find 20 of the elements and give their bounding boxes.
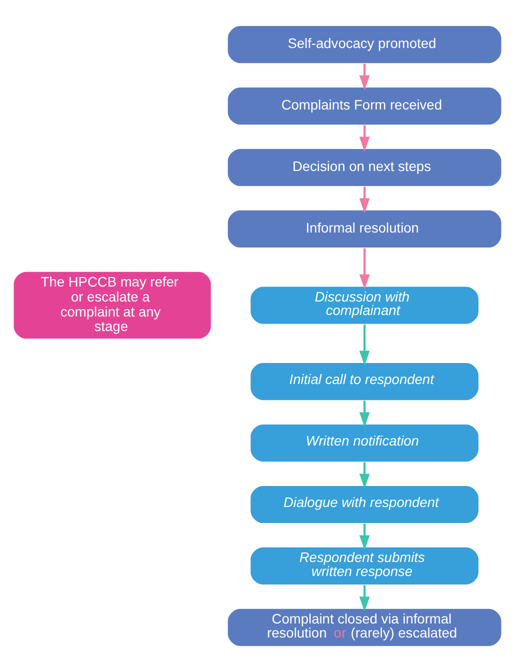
arrow	[358, 400, 370, 428]
node-box: Respondent submits written response	[249, 546, 479, 586]
node-box: Informal resolution	[226, 209, 502, 249]
node-box: Initial call to respondent	[249, 362, 479, 402]
node-box: Self-advocacy promoted	[226, 24, 502, 64]
node-box: Dialogue with respondent	[249, 484, 479, 524]
arrow	[358, 585, 370, 612]
node-box: Written notification	[249, 423, 479, 463]
arrow	[358, 186, 370, 214]
arrow	[358, 125, 370, 152]
arrow	[358, 248, 370, 290]
arrow	[358, 324, 370, 366]
arrow	[358, 64, 370, 90]
node-box: The HPCCB may refer or escalate a complaint at any stage	[12, 270, 212, 340]
node-box: Complaint closed via informal resolution or (rarely) escalated	[226, 608, 502, 648]
node-box: Complaints Form received	[226, 86, 502, 126]
node-box: Decision on next steps	[226, 148, 502, 188]
node-box: Discussion with complainant	[249, 286, 479, 325]
arrow	[358, 524, 370, 550]
arrow	[358, 462, 370, 489]
